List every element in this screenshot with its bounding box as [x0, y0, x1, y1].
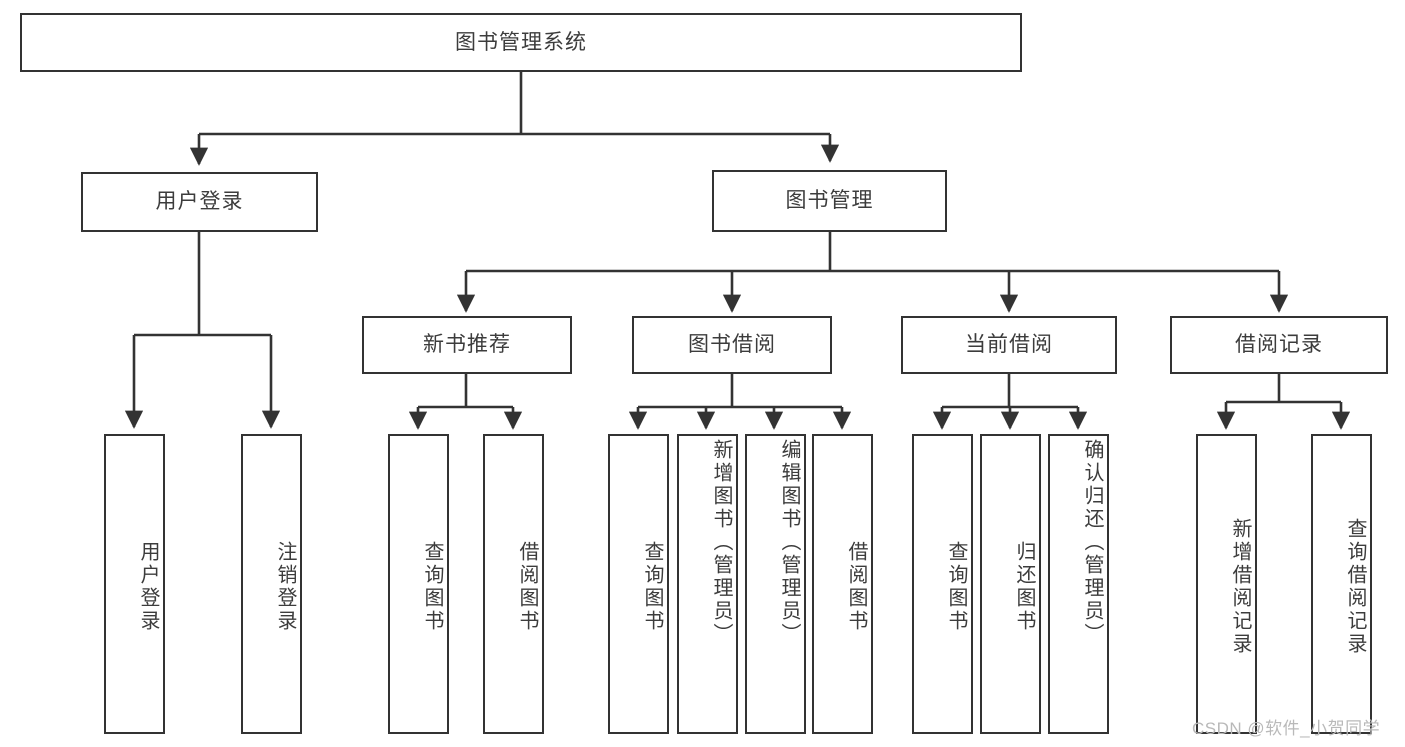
node-current-borrow[interactable]: 当前借阅 — [901, 316, 1117, 374]
leaf-label: 借阅图书 — [845, 541, 867, 633]
node-borrow-record-label: 借阅记录 — [1235, 333, 1323, 357]
leaf-label: 注销登录 — [274, 541, 296, 633]
leaf-book-borrow-2[interactable]: 新增图书（管理员） — [677, 434, 738, 734]
node-book-borrow[interactable]: 图书借阅 — [632, 316, 832, 374]
node-book-manage[interactable]: 图书管理 — [712, 170, 947, 232]
node-book-manage-label: 图书管理 — [785, 189, 874, 213]
leaf-current-borrow-2[interactable]: 归还图书 — [980, 434, 1041, 734]
leaf-label: 用户登录 — [137, 541, 159, 633]
node-new-book-rec-label: 新书推荐 — [423, 333, 511, 357]
leaf-user-login-1[interactable]: 用户登录 — [104, 434, 165, 734]
node-current-borrow-label: 当前借阅 — [965, 333, 1053, 357]
leaf-new-book-rec-2[interactable]: 借阅图书 — [483, 434, 544, 734]
leaf-label: 查询图书 — [641, 541, 663, 633]
leaf-new-book-rec-1[interactable]: 查询图书 — [388, 434, 449, 734]
leaf-label: 归还图书 — [1013, 541, 1035, 633]
node-book-borrow-label: 图书借阅 — [688, 333, 776, 357]
leaf-label: 确认归还（管理员） — [1081, 439, 1103, 646]
leaf-book-borrow-1[interactable]: 查询图书 — [608, 434, 669, 734]
watermark-text: CSDN @软件_小贺同学 — [1192, 719, 1381, 738]
leaf-borrow-record-2[interactable]: 查询借阅记录 — [1311, 434, 1372, 734]
leaf-label: 借阅图书 — [516, 541, 538, 633]
node-user-login-label: 用户登录 — [155, 190, 244, 214]
leaf-label: 查询图书 — [421, 541, 443, 633]
leaf-label: 查询图书 — [945, 541, 967, 633]
leaf-user-login-2[interactable]: 注销登录 — [241, 434, 302, 734]
node-root-label: 图书管理系统 — [455, 30, 587, 54]
leaf-label: 查询借阅记录 — [1344, 518, 1366, 656]
leaf-label: 新增借阅记录 — [1229, 518, 1251, 656]
leaf-current-borrow-1[interactable]: 查询图书 — [912, 434, 973, 734]
node-borrow-record[interactable]: 借阅记录 — [1170, 316, 1388, 374]
leaf-book-borrow-4[interactable]: 借阅图书 — [812, 434, 873, 734]
leaf-borrow-record-1[interactable]: 新增借阅记录 — [1196, 434, 1257, 734]
node-root[interactable]: 图书管理系统 — [20, 13, 1022, 72]
leaf-label: 新增图书（管理员） — [710, 439, 732, 646]
leaf-label: 编辑图书（管理员） — [778, 439, 800, 646]
leaf-current-borrow-3[interactable]: 确认归还（管理员） — [1048, 434, 1109, 734]
node-new-book-rec[interactable]: 新书推荐 — [362, 316, 572, 374]
node-user-login[interactable]: 用户登录 — [81, 172, 318, 232]
leaf-book-borrow-3[interactable]: 编辑图书（管理员） — [745, 434, 806, 734]
watermark: CSDN @软件_小贺同学 — [1192, 714, 1380, 739]
